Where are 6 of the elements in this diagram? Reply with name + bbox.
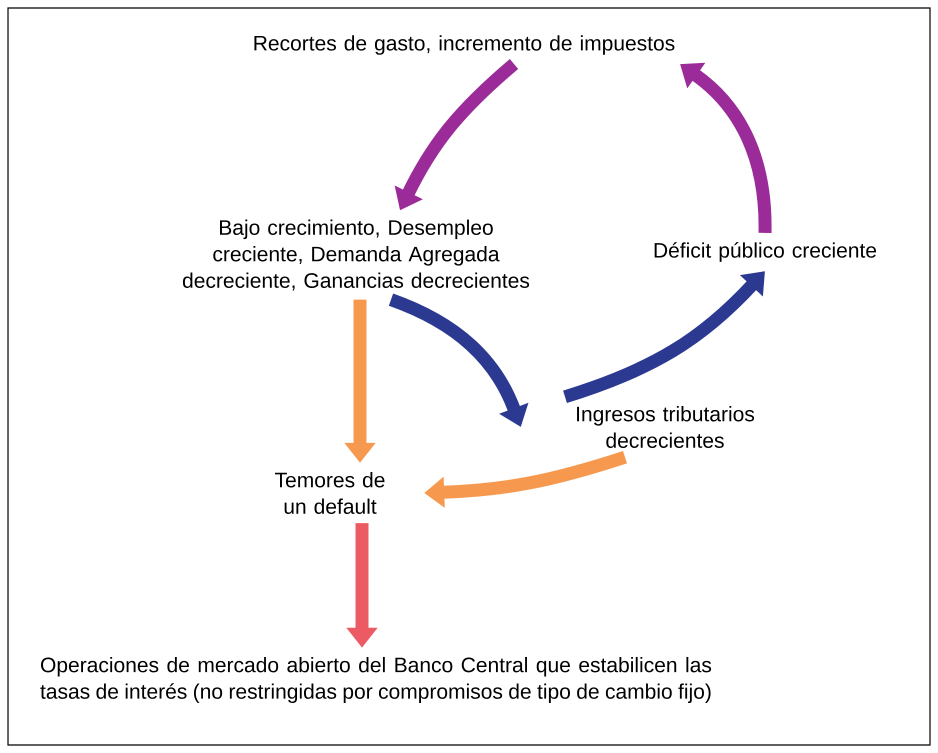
text-label: Déficit público creciente: [654, 242, 876, 262]
text-label: Bajo crecimiento, Desempleo creciente, Demanda Agregada decreciente, Ganancias decrecientes: [182, 220, 530, 290]
text-label: Operaciones de mercado abierto del Banco Central que estabilicen las tasas de interés (no restringidas por compromisos de tipo de cambio fijo): [40, 656, 712, 704]
text-label: Recortes de gasto, incremento de impuestos: [254, 35, 674, 55]
text-label: Ingresos tributarios decrecientes: [577, 406, 754, 448]
text-label: Temores de un default: [275, 472, 384, 514]
